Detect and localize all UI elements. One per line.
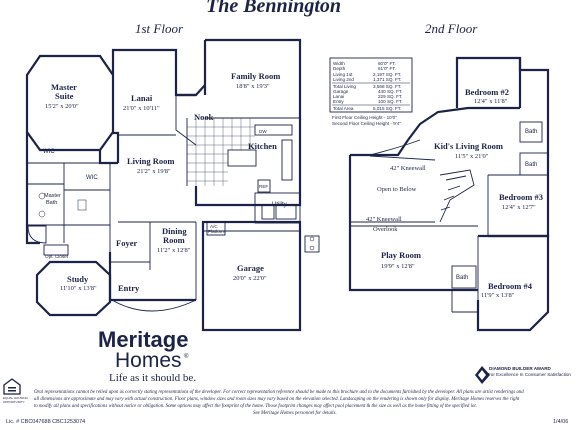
- brand-name-1: Meritage: [98, 327, 188, 352]
- brand-name-2: Homes: [115, 349, 182, 372]
- garage-label: Garage: [237, 263, 264, 273]
- date-code: 1/4/06: [553, 419, 568, 425]
- kneewall-top-label: 42" Kneewall: [390, 165, 426, 172]
- spec-value-0: 60'0" FT.: [378, 61, 396, 66]
- overlook-label: Overlook: [373, 226, 398, 233]
- master-suite-label: Master: [51, 82, 77, 92]
- master-bath-label: Master: [44, 193, 61, 199]
- bedroom3-label: Bedroom #3: [499, 192, 543, 202]
- nook-label: Nook: [194, 112, 214, 122]
- bedroom2-label: Bedroom #2: [465, 87, 509, 97]
- disclaimer-line-1: Oral representations cannot be relied up…: [34, 390, 524, 395]
- wic-label-2: WIC: [86, 175, 98, 181]
- spec-value-7: 100 SQ. FT.: [378, 99, 403, 104]
- study-label: Study: [67, 274, 89, 284]
- spec-label-2: Living 1st: [333, 72, 353, 77]
- disclaimer-line-4: See Meritage Homes personnel for details…: [253, 411, 337, 416]
- spec-label-0: Width: [333, 61, 345, 66]
- spec-label-5: Garage: [333, 89, 349, 94]
- dining-room-dims: 11'2" x 12'8": [157, 247, 191, 254]
- spec-value-1: 61'0" FT.: [378, 66, 396, 71]
- spec-label-6: Lanai: [333, 94, 344, 99]
- kids-living-label: Kid's Living Room: [434, 141, 503, 151]
- spec-label-3: Living 2nd: [333, 77, 354, 82]
- bath-label-a: Bath: [525, 129, 537, 135]
- spec-value-5: 440 SQ. FT.: [378, 89, 403, 94]
- disclaimer-line-2: all dimensions are approximate and may v…: [34, 397, 520, 402]
- family-room-label: Family Room: [231, 71, 280, 81]
- spec-label-8: Total Area: [333, 106, 354, 111]
- eho-line-1: EQUAL HOUSING: [3, 396, 29, 400]
- dw-label: DW: [259, 129, 267, 134]
- master-bath-label-2: Bath: [46, 200, 57, 206]
- spec-label-4: Total Living: [333, 84, 356, 89]
- open-below-label: Open to Below: [377, 186, 417, 193]
- ac-label: A/C: [210, 224, 218, 229]
- lanai-label: Lanai: [131, 93, 153, 103]
- spec-table: Width 60'0" FT. Depth 61'0" FT. Living 1…: [329, 57, 413, 126]
- bedroom3-dims: 12'4" x 12'7": [502, 204, 536, 211]
- license-number: Lic. # CBC047688 CBC1253074: [6, 419, 85, 425]
- play-room-label: Play Room: [381, 250, 421, 260]
- spec-label-1: Depth: [333, 66, 346, 71]
- spec-value-3: 1,371 SQ. FT.: [373, 77, 401, 82]
- lanai-dims: 21'0" x 10'11": [123, 105, 160, 112]
- spec-value-4: 3,568 SQ. FT.: [373, 84, 401, 89]
- second-floor-label: 2nd Floor: [425, 21, 478, 36]
- entry-label: Entry: [118, 283, 140, 293]
- dining-room-label: Dining: [162, 226, 187, 236]
- ceiling-height-1: First Floor Ceiling Height - 10'0": [332, 115, 397, 120]
- kneewall-bottom-label: 42" Kneewall: [366, 216, 402, 223]
- master-suite-label-2: Suite: [55, 91, 74, 101]
- opt-closet-label: Opt. Closet: [45, 254, 69, 259]
- brand-slogan: Life as it should be.: [109, 372, 196, 384]
- bedroom4-dims: 11'9" x 13'8": [481, 292, 515, 299]
- dining-room-label-2: Room: [163, 235, 185, 245]
- kids-living-dims: 11'5" x 21'0": [455, 153, 489, 160]
- living-room-label: Living Room: [127, 156, 174, 166]
- award-line-2: For Excellence In Consumer Satisfaction: [488, 372, 571, 377]
- master-suite-dims: 15'2" x 20'0": [45, 103, 79, 110]
- ac-label-2: Platform: [208, 229, 225, 234]
- bedroom2-dims: 12'4" x 11'8": [474, 98, 508, 105]
- kitchen-label: Kitchen: [248, 141, 277, 151]
- garage-dims: 20'0" x 22'0": [233, 275, 267, 282]
- second-floor-walls: [348, 56, 550, 332]
- living-room-dims: 21'2" x 19'8": [137, 168, 171, 175]
- play-room-dims: 19'9" x 12'8": [381, 263, 415, 270]
- bath-label-c: Bath: [456, 275, 468, 281]
- bedroom4-label: Bedroom #4: [488, 281, 533, 291]
- spec-label-7: Entry: [333, 99, 344, 104]
- equal-housing-logo: EQUAL HOUSING OPPORTUNITY: [3, 378, 29, 404]
- spec-value-6: 229 SQ. FT.: [378, 94, 403, 99]
- foyer-label: Foyer: [116, 238, 137, 248]
- eho-line-2: OPPORTUNITY: [3, 400, 25, 404]
- spec-value-8: 5,015 SQ. FT.: [373, 106, 401, 111]
- ref-label: REF: [259, 184, 268, 189]
- ceiling-height-2: Second Floor Ceiling Height - 9'4": [332, 121, 401, 126]
- first-floor-label: 1st Floor: [135, 21, 184, 36]
- brand-trademark: ®: [184, 353, 189, 360]
- family-room-dims: 18'8" x 19'3": [236, 83, 270, 90]
- meritage-logo: Meritage Homes ®: [98, 327, 189, 372]
- plan-title: The Bennington: [206, 0, 341, 17]
- wic-label-1: WIC: [43, 149, 55, 155]
- utility-label: Utility: [272, 202, 287, 208]
- award-line-1: DIAMOND BUILDER AWARD: [489, 366, 552, 371]
- study-dims: 11'10" x 13'8": [60, 285, 97, 292]
- disclaimer-line-3: to modify all plans and specifications w…: [34, 404, 477, 409]
- spec-value-2: 2,197 SQ. FT.: [373, 72, 401, 77]
- bath-label-b: Bath: [525, 162, 537, 168]
- award-badge: DIAMOND BUILDER AWARD For Excellence In …: [475, 366, 571, 384]
- first-floor-walls: [25, 38, 320, 332]
